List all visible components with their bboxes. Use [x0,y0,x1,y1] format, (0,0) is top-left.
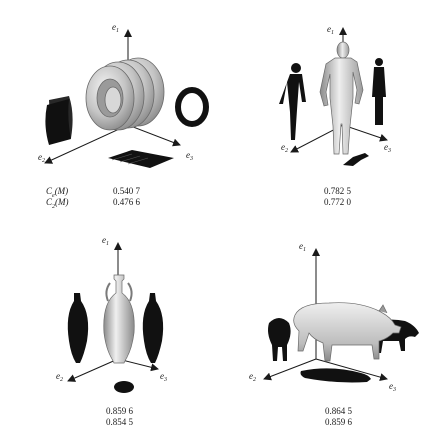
axis-e3 [342,124,388,142]
row-label-c2: C2(M) [46,197,69,210]
axis-label-e1: e1 [299,241,306,253]
human-shadow-right [372,58,386,125]
panel-amphora: e1 e2 e3 0.859 6 0.854 5 [0,219,219,438]
figure-coil: e1 e2 e3 [38,22,209,168]
value-ce-pig: 0.864 5 [325,406,352,416]
value-ce-coil: 0.540 7 [113,186,140,196]
axis-e3 [127,124,181,147]
human-shadow-left [279,63,306,140]
axis-label-e2: e2 [56,371,63,383]
axis-label-e3: e3 [160,371,167,383]
axis-label-e3: e3 [389,381,396,393]
ring-shadow-right [175,87,209,127]
amphora-object [103,274,135,364]
amphora-shadow-bottom [114,381,134,393]
value-c2-pig: 0.859 6 [325,417,352,427]
coil-shadow-left [45,96,73,145]
human-object [319,41,364,155]
axis-e2 [67,358,119,382]
figure-human: e1 e2 e3 [279,24,391,166]
value-ce-amphora: 0.859 6 [106,406,133,416]
value-c2-amphora: 0.854 5 [106,417,133,427]
pig-shadow-bottom [300,368,371,383]
axis-label-e1: e1 [112,22,119,34]
value-c2-coil: 0.476 6 [113,197,140,207]
human-shadow-bottom [343,153,369,166]
value-c2-human: 0.772 0 [324,197,351,207]
panel-pig: e1 e2 e3 0.864 5 0.859 6 [219,219,438,438]
axis-label-e2: e2 [38,152,45,164]
axis-label-e2: e2 [249,371,256,383]
row-label-ce: Ce(M) [46,186,69,199]
panel-coil: e1 e2 e3 Ce(M) C2(M) 0.540 7 0.476 6 [0,0,219,219]
pig-object [293,302,402,362]
figure-amphora: e1 e2 e3 [56,235,167,393]
coil-object [85,57,165,131]
axis-e2 [44,124,129,164]
coil-shadow-bottom [108,150,174,168]
figure-pig: e1 e2 e3 [249,241,419,393]
panel-human: e1 e2 e3 0.782 5 0.772 0 [219,0,438,219]
axis-e2 [263,358,317,381]
axis-label-e1: e1 [327,24,334,36]
axis-e3 [315,358,388,381]
value-ce-human: 0.782 5 [324,186,351,196]
axis-label-e2: e2 [281,142,288,154]
axis-label-e1: e1 [102,235,109,247]
axis-label-e3: e3 [186,150,193,162]
pig-shadow-left [268,318,291,361]
amphora-shadow-right [142,293,164,363]
axis-label-e3: e3 [384,142,391,154]
amphora-shadow-left [67,293,89,363]
